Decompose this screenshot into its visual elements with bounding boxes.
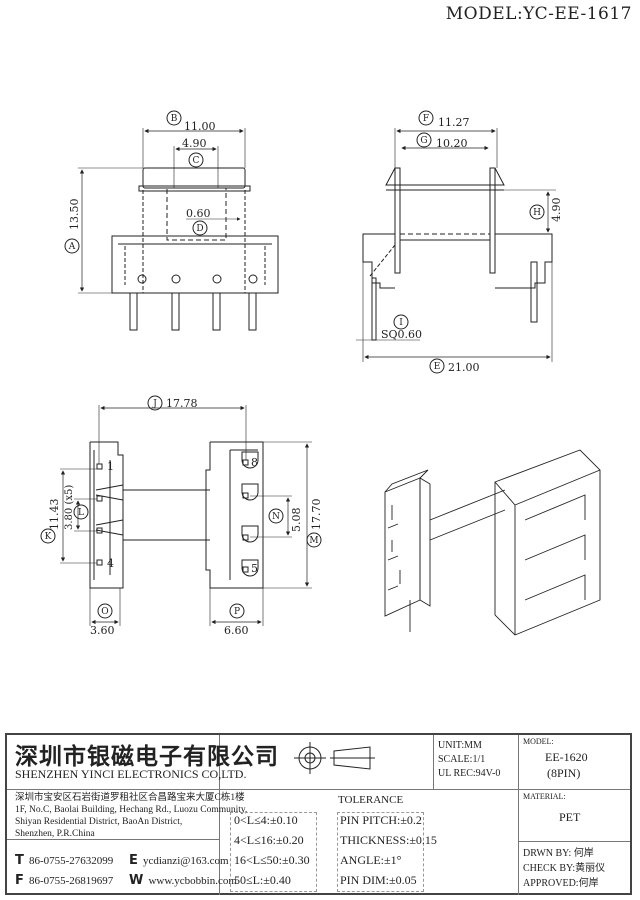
dim-f-value: 11.27 [438, 116, 470, 129]
projection-symbol-cell [220, 735, 434, 790]
unit-text: UNIT:MM [438, 740, 482, 751]
dim-tag-i: I [399, 318, 403, 328]
address-line: 1F, No.C, Baolai Building, Hechang Rd., … [15, 805, 248, 815]
tolerance-item: PIN PITCH:±0.2 [340, 813, 422, 827]
tolerance-item: THICKNESS:±0.15 [340, 833, 437, 847]
fax-label: F [15, 873, 24, 888]
model-header-label: MODEL: [445, 4, 524, 24]
dim-o-value: 3.60 [90, 624, 115, 637]
address-line: Shenzhen, P.R.China [15, 829, 95, 839]
approved-by: APPROVED:何岸 [523, 878, 599, 889]
company-name-cn: 深圳市银磁电子有限公司 [15, 744, 279, 770]
contact-cell: T 86-0755-27632099 F 86-0755-26819697 E … [7, 840, 237, 895]
check-by: CHECK BY:黄丽仪 [523, 863, 606, 874]
model-pins: (8PIN) [547, 766, 581, 780]
dim-a-value: 13.50 [68, 199, 81, 231]
model-header-value: YC-EE-1617 [523, 4, 632, 24]
model-value: EE-1620 [545, 750, 588, 764]
title-block: 深圳市银磁电子有限公司 SHENZHEN YINCI ELECTRONICS C… [5, 733, 632, 895]
ul-rec-text: UL REC:94V-0 [438, 768, 501, 779]
dim-tag-m: M [309, 536, 318, 546]
dim-e-value: 21.00 [448, 361, 480, 374]
pin-label-1: 1 [107, 460, 114, 473]
dim-tag-c: C [193, 156, 200, 166]
tolerance-item: 50≤L:±0.40 [234, 873, 291, 887]
dim-tag-h: H [533, 208, 541, 218]
pin-label-5: 5 [251, 562, 258, 575]
tolerance-cell: TOLERANCE 0<L≤4:±0.10 4<L≤16:±0.20 16<L≤… [220, 790, 519, 895]
dim-m-value: 17.70 [310, 499, 323, 531]
dim-tag-o: O [101, 607, 108, 617]
dim-i-value: SQ0.60 [381, 328, 422, 341]
company-cell: 深圳市银磁电子有限公司 SHENZHEN YINCI ELECTRONICS C… [7, 735, 278, 790]
dim-tag-j: J [152, 399, 157, 409]
front-view [64, 110, 279, 331]
tolerance-item: 0<L≤4:±0.10 [234, 813, 298, 827]
dim-tag-e: E [434, 362, 441, 372]
dim-n-value: 5.08 [290, 508, 303, 533]
dim-tag-b: B [171, 114, 178, 124]
drawn-by: DRWN BY: 何岸 [523, 848, 594, 859]
dim-tag-a: A [68, 242, 76, 252]
tolerance-item: ANGLE:±1° [340, 853, 402, 867]
phone-value: 86-0755-27632099 [28, 855, 114, 867]
dim-tag-f: F [423, 114, 429, 124]
spec-cell: UNIT:MM SCALE:1/1 UL REC:94V-0 [434, 735, 519, 790]
scale-text: SCALE:1/1 [438, 754, 486, 765]
tolerance-item: 16<L≤50:±0.30 [234, 853, 310, 867]
drawing-views: B 11.00 C 4.90 A 13.50 D 0.60 [40, 110, 601, 637]
dim-tag-n: N [272, 512, 280, 522]
isometric-view [384, 449, 601, 636]
address-line: 深圳市宝安区石岩街道罗租社区合昌路宝来大厦C栋1楼 [15, 793, 245, 803]
material-label: MATERIAL: [523, 792, 566, 801]
company-name-en: SHENZHEN YINCI ELECTRONICS CO,LTD. [15, 767, 247, 781]
dim-k-value: 11.43 [48, 499, 61, 531]
dim-h-value: 4.90 [550, 198, 563, 223]
address-cell: 深圳市宝安区石岩街道罗租社区合昌路宝来大厦C栋1楼 1F, No.C, Baol… [7, 790, 247, 840]
dim-d-value: 0.60 [186, 207, 211, 220]
tolerance-title: TOLERANCE [338, 794, 404, 806]
pin-label-4: 4 [107, 557, 114, 570]
approval-cell: DRWN BY: 何岸 CHECK BY:黄丽仪 APPROVED:何岸 [519, 842, 630, 895]
side-view [356, 110, 556, 374]
email-value[interactable]: ycdianzi@163.com [142, 855, 229, 867]
bottom-view [40, 395, 322, 626]
dim-l-value: 3.80 (x5) [64, 485, 75, 530]
address-line: Shiyan Residential District, BaoAn Distr… [15, 817, 183, 827]
website-label: W [129, 873, 144, 888]
phone-label: T [15, 853, 24, 868]
dim-j-value: 17.78 [166, 397, 198, 410]
dim-tag-g: G [420, 136, 427, 146]
dim-g-value: 10.20 [436, 137, 468, 150]
email-label: E [129, 853, 138, 868]
model-label: MODEL: [523, 737, 554, 746]
model-cell: MODEL: EE-1620 (8PIN) [519, 735, 630, 790]
dim-p-value: 6.60 [224, 624, 249, 637]
website-value[interactable]: www.ycbobbin.com [148, 875, 237, 887]
model-header: MODEL:YC-EE-1617 [446, 4, 632, 24]
dim-c-value: 4.90 [182, 137, 207, 150]
tolerance-item: PIN DIM:±0.05 [340, 873, 417, 887]
tolerance-item: 4<L≤16:±0.20 [234, 833, 304, 847]
dim-tag-d: D [196, 224, 203, 234]
dim-b-value: 11.00 [184, 120, 216, 133]
pin-label-8: 8 [251, 456, 258, 469]
material-cell: MATERIAL: PET [519, 790, 630, 842]
dim-tag-p: P [234, 607, 240, 617]
projection-symbol-icon [294, 742, 375, 774]
material-value: PET [559, 810, 581, 824]
dim-tag-l: L [78, 508, 84, 518]
fax-value: 86-0755-26819697 [28, 875, 114, 887]
dim-tag-k: K [45, 532, 52, 542]
